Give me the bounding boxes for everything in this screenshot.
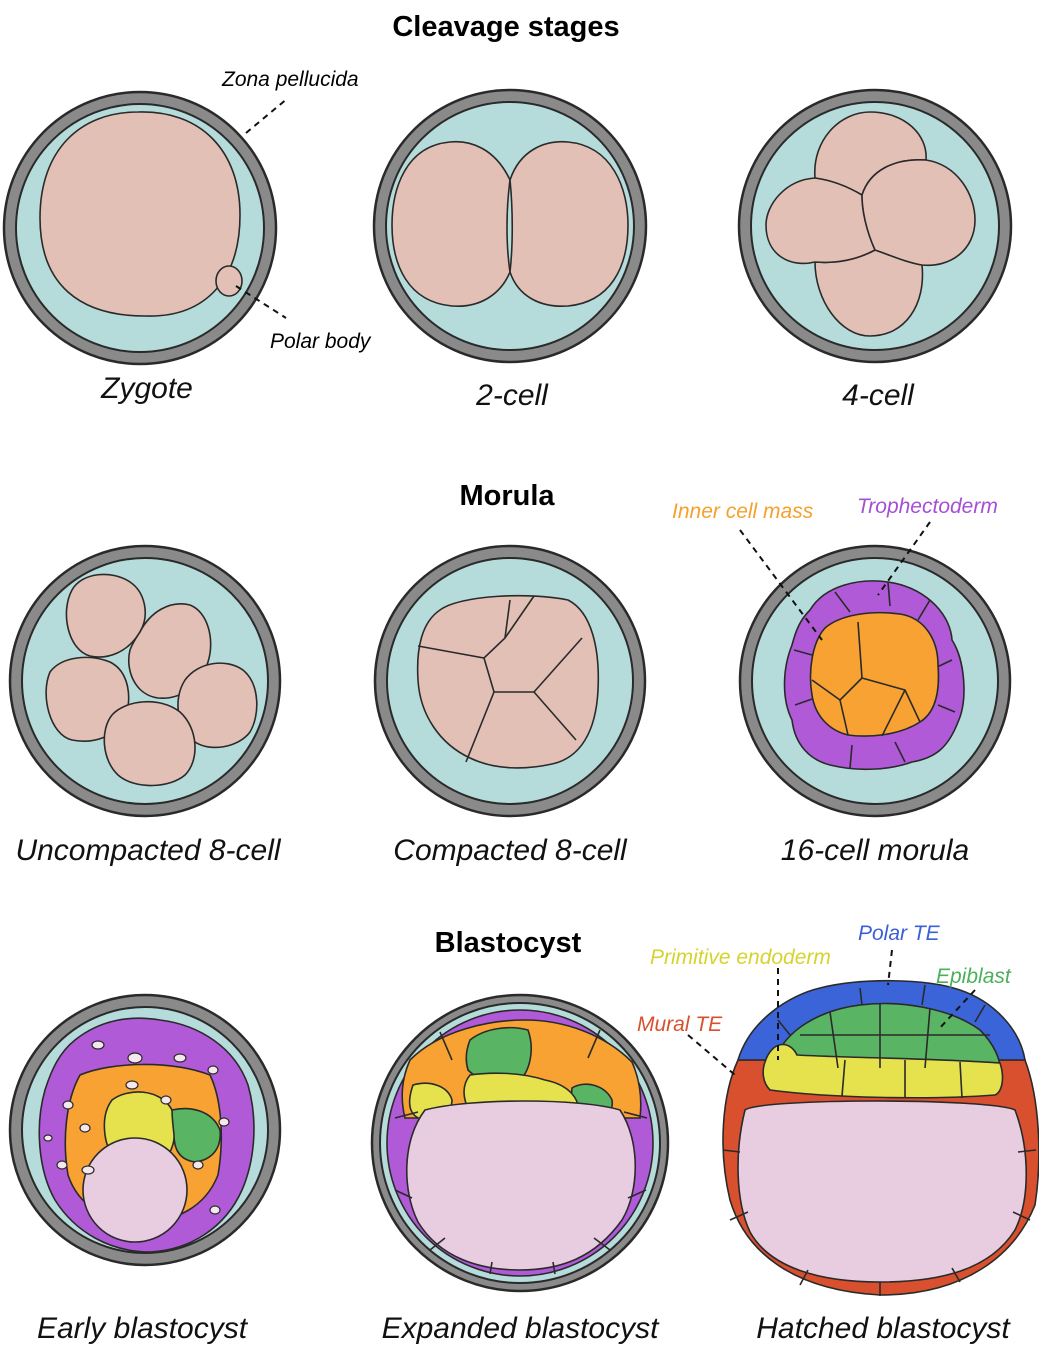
stage-label-16-cell-morula: 16-cell morula <box>781 834 969 867</box>
stage-label-expanded-blastocyst: Expanded blastocyst <box>382 1312 661 1345</box>
fluid-droplet <box>174 1054 186 1062</box>
fluid-droplet <box>219 1118 229 1126</box>
fluid-droplet <box>126 1081 138 1089</box>
expanded-blastocyst-embryo <box>372 995 668 1291</box>
primitive-endoderm-label: Primitive endoderm <box>650 946 831 969</box>
fluid-droplet <box>63 1101 73 1109</box>
polar-body-label: Polar body <box>270 330 372 353</box>
fluid-droplet <box>92 1041 104 1049</box>
fluid-droplet <box>57 1161 67 1169</box>
zygote-embryo <box>4 92 276 364</box>
fluid-droplet <box>193 1161 203 1169</box>
section-title-blastocyst: Blastocyst <box>435 927 582 959</box>
blastomere <box>104 702 195 786</box>
polar-te-leader <box>888 950 892 985</box>
zona-pellucida-leader <box>246 98 288 133</box>
uncompacted-8-cell-embryo <box>10 546 280 816</box>
hatched-blastocyst-embryo <box>723 981 1039 1296</box>
stage-label-compacted-8-cell: Compacted 8-cell <box>393 834 628 867</box>
stage-label-uncompacted-8-cell: Uncompacted 8-cell <box>15 834 281 867</box>
early-blastocyst-embryo <box>10 995 280 1265</box>
fluid-droplet <box>44 1135 52 1141</box>
blastomere <box>510 142 628 306</box>
stage-label-hatched-blastocyst: Hatched blastocyst <box>756 1312 1011 1345</box>
blastocoel-cavity <box>738 1101 1026 1282</box>
fluid-droplet <box>80 1124 90 1132</box>
four-cell-embryo <box>739 90 1011 362</box>
stage-label-4-cell: 4-cell <box>842 379 915 412</box>
section-title-cleavage: Cleavage stages <box>392 11 619 43</box>
mural-te-label: Mural TE <box>637 1013 723 1036</box>
inner-cell-mass-cells <box>811 613 939 736</box>
fluid-droplet <box>210 1206 220 1214</box>
trophectoderm-label: Trophectoderm <box>857 495 998 518</box>
blastomere <box>392 142 510 307</box>
section-title-morula: Morula <box>459 480 555 512</box>
zona-pellucida-label: Zona pellucida <box>221 68 359 91</box>
polar-te-label: Polar TE <box>858 922 941 945</box>
fluid-droplet <box>128 1053 142 1063</box>
inner-cell-mass-label: Inner cell mass <box>672 500 814 523</box>
fluid-droplet <box>82 1166 94 1174</box>
stage-label-2-cell: 2-cell <box>475 379 549 412</box>
mural-te-leader <box>688 1035 735 1075</box>
blastocoel-cavity <box>83 1138 187 1242</box>
polar-body <box>216 266 242 296</box>
fluid-droplet <box>161 1096 171 1104</box>
fluid-droplet <box>208 1066 218 1074</box>
stage-label-zygote: Zygote <box>100 372 193 405</box>
compacted-8-cell-embryo <box>375 546 645 816</box>
sixteen-cell-morula-embryo <box>740 546 1010 816</box>
two-cell-embryo <box>374 90 646 362</box>
zygote-cell <box>40 112 240 316</box>
stage-label-early-blastocyst: Early blastocyst <box>37 1312 249 1345</box>
epiblast-label: Epiblast <box>936 965 1012 988</box>
